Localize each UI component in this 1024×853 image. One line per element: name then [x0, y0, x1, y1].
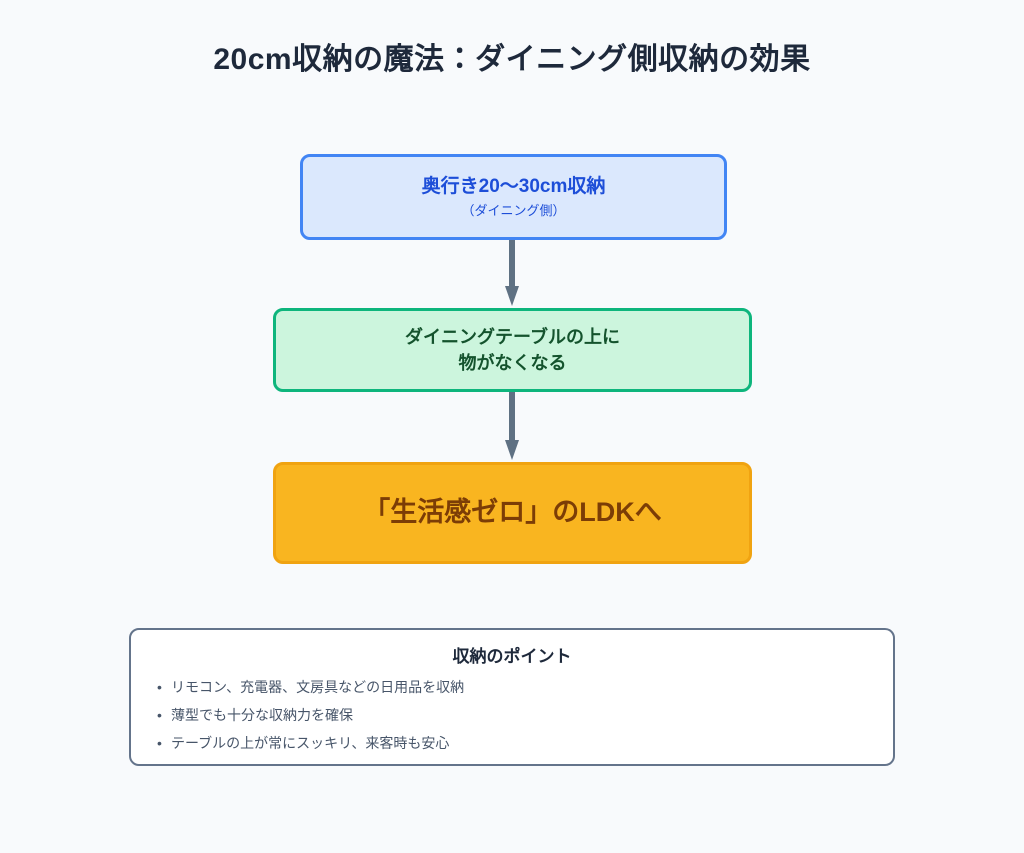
- storage-points-list: • リモコン、充電器、文房具などの日用品を収納 • 薄型でも十分な収納力を確保 …: [157, 678, 867, 753]
- bullet-icon: •: [157, 706, 162, 723]
- list-item-label: テーブルの上が常にスッキリ、来客時も安心: [171, 734, 450, 751]
- list-item: • 薄型でも十分な収納力を確保: [157, 706, 867, 725]
- arrow-head-icon: [505, 440, 519, 460]
- flow-step-clear-table-title: ダイニングテーブルの上に 物がなくなる: [405, 324, 620, 376]
- flow-arrow-1: [505, 240, 519, 308]
- list-item: • テーブルの上が常にスッキリ、来客時も安心: [157, 734, 867, 753]
- storage-points-heading: 収納のポイント: [452, 647, 572, 666]
- storage-points-panel: 収納のポイント • リモコン、充電器、文房具などの日用品を収納 • 薄型でも十分…: [129, 628, 895, 766]
- list-item-label: 薄型でも十分な収納力を確保: [171, 706, 353, 723]
- list-item: • リモコン、充電器、文房具などの日用品を収納: [157, 678, 867, 697]
- flow-step-shallow-storage: 奥行き20〜30cm収納 （ダイニング側）: [300, 154, 727, 240]
- arrow-shaft-icon: [509, 392, 515, 443]
- list-item-label: リモコン、充電器、文房具などの日用品を収納: [171, 679, 465, 696]
- bullet-icon: •: [157, 679, 162, 696]
- page-title: 20cm収納の魔法：ダイニング側収納の効果: [213, 43, 811, 76]
- flow-arrow-2: [505, 392, 519, 462]
- flow-step-clear-table-line2: 物がなくなる: [458, 353, 567, 373]
- flow-step-shallow-storage-title: 奥行き20〜30cm収納: [421, 176, 606, 198]
- flow-step-shallow-storage-subtitle: （ダイニング側）: [461, 203, 566, 219]
- flow-step-zero-lifestyle-ldk-title: 「生活感ゼロ」のLDKへ: [363, 497, 662, 528]
- flow-step-zero-lifestyle-ldk: 「生活感ゼロ」のLDKへ: [273, 462, 752, 564]
- flow-step-clear-table: ダイニングテーブルの上に 物がなくなる: [273, 308, 752, 392]
- arrow-shaft-icon: [509, 240, 515, 289]
- bullet-icon: •: [157, 734, 162, 751]
- flow-step-clear-table-line1: ダイニングテーブルの上に: [405, 326, 620, 347]
- arrow-head-icon: [505, 286, 519, 306]
